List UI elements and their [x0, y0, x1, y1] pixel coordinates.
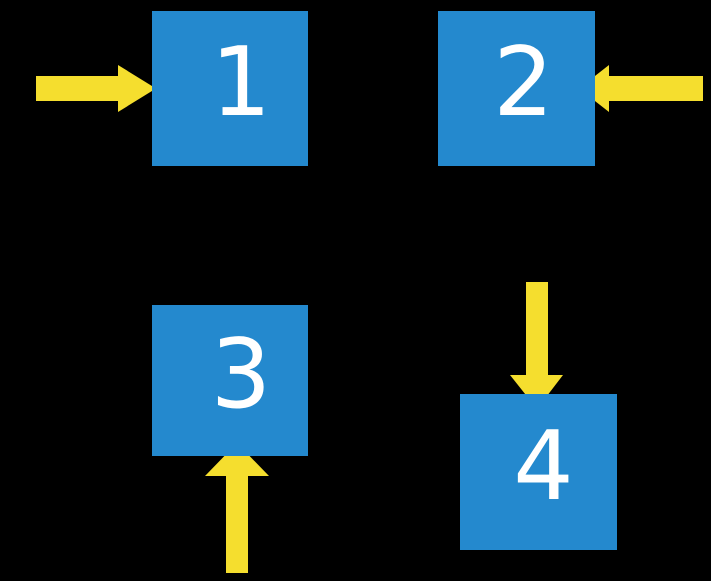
node-label-1: 1	[210, 28, 272, 138]
arrow-down-shape	[510, 282, 563, 409]
arrow-left-shape	[579, 65, 703, 112]
node-label-2: 2	[493, 28, 554, 138]
arrow-right-shape	[36, 65, 156, 112]
node-label-3: 3	[210, 320, 272, 430]
node-box-4[interactable]: 4	[460, 394, 617, 550]
node-box-1[interactable]: 1	[152, 11, 308, 166]
node-box-3[interactable]: 3	[152, 305, 308, 456]
arrow-right-into-node-1[interactable]	[36, 65, 156, 113]
arrow-up-shape	[205, 443, 269, 573]
node-box-2[interactable]: 2	[438, 11, 595, 166]
arrow-left-into-node-2[interactable]	[579, 65, 703, 113]
arrow-down-into-node-4[interactable]	[510, 282, 563, 409]
node-label-4: 4	[513, 412, 574, 522]
arrow-up-into-node-3[interactable]	[205, 443, 269, 573]
